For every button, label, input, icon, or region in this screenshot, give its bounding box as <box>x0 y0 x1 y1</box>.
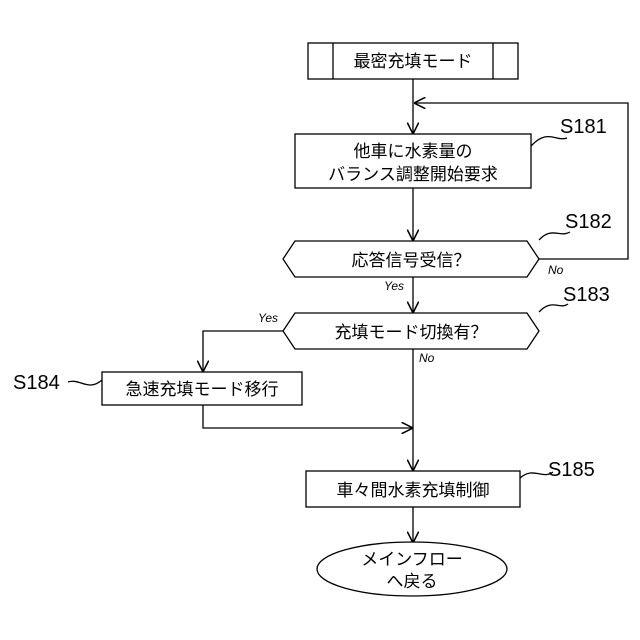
branch-label-s182-yes: Yes <box>384 279 404 293</box>
connector-s184-merge <box>203 405 413 428</box>
start-box-label: 最密充填モード <box>354 52 473 72</box>
s184-label: 急速充填モード移行 <box>126 380 279 400</box>
branch-label-s182-no: No <box>548 263 564 277</box>
start-box: 最密充填モード <box>308 43 518 79</box>
decision-box-s183: 充填モード切換有？ <box>283 313 539 349</box>
process-box-s181: 他車に水素量の バランス調整開始要求 <box>295 134 531 188</box>
s182-label: 応答信号受信？ <box>352 251 471 271</box>
end-terminal: メインフロー へ戻る <box>317 542 507 596</box>
end-line2: へ戻る <box>387 572 438 592</box>
branch-label-s183-no: No <box>419 351 435 365</box>
branch-label-s183-yes: Yes <box>258 311 278 325</box>
step-label-s181: S181 <box>560 116 607 138</box>
end-line1: メインフロー <box>361 550 463 570</box>
s184-leader <box>68 380 102 385</box>
s183-label: 充填モード切換有？ <box>335 323 488 343</box>
step-label-s185: S185 <box>548 459 595 481</box>
process-box-s184: 急速充填モード移行 <box>102 372 302 405</box>
s185-label: 車々間水素充填制御 <box>337 481 490 501</box>
step-label-s182: S182 <box>565 211 612 233</box>
step-label-s184: S184 <box>13 372 60 394</box>
s181-line1: 他車に水素量の <box>354 142 473 162</box>
s182-leader <box>539 232 570 240</box>
decision-box-s182: 応答信号受信？ <box>283 241 539 277</box>
process-box-s185: 車々間水素充填制御 <box>306 471 520 507</box>
step-label-s183: S183 <box>563 284 610 306</box>
s181-line2: バランス調整開始要求 <box>328 165 498 185</box>
connector-s183-yes-s184 <box>203 331 283 372</box>
